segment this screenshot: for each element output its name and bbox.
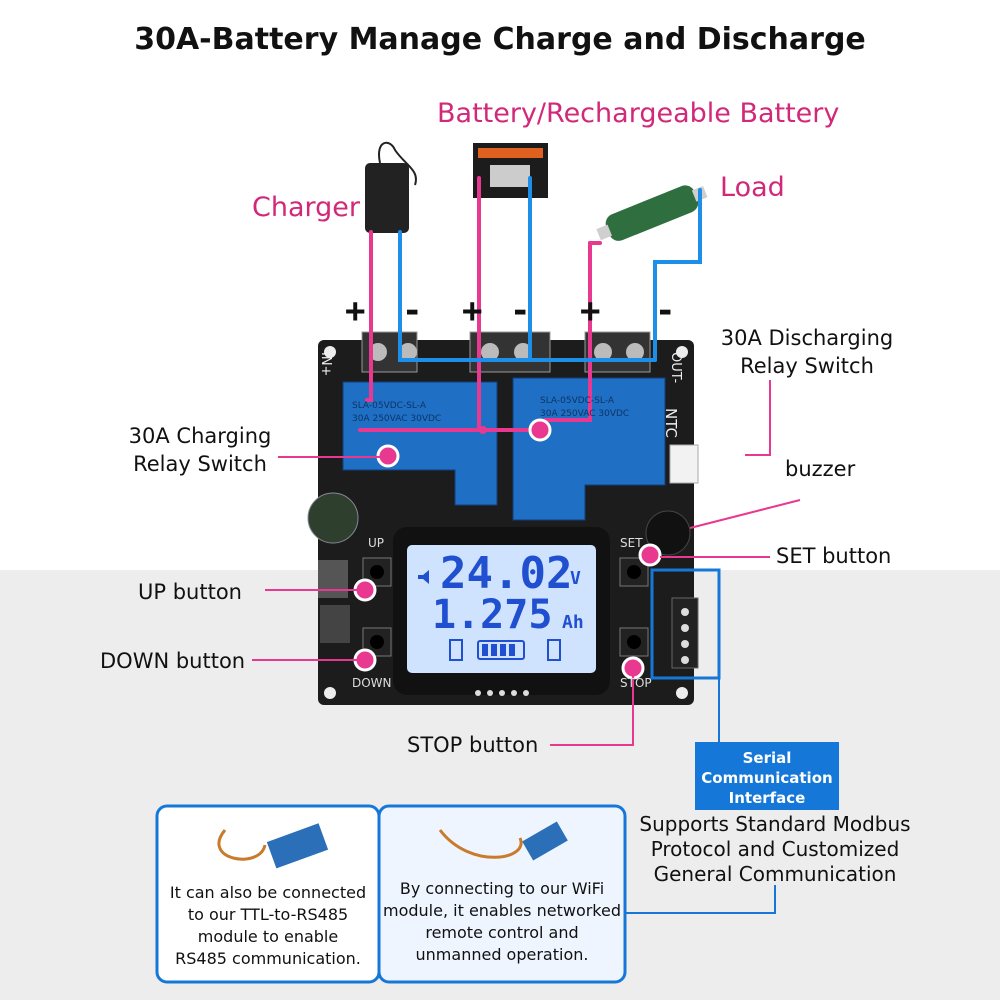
set-button-callout: SET button: [776, 544, 892, 568]
board-down-label: DOWN: [352, 676, 392, 690]
charger-label: Charger: [252, 192, 360, 223]
battery-plus: +: [462, 291, 483, 331]
capacitor: [307, 492, 359, 544]
load-minus: -: [655, 291, 676, 331]
load-plus: +: [580, 291, 601, 331]
load-resistor: [596, 185, 708, 241]
battery-label: Battery/Rechargeable Battery: [437, 98, 840, 129]
lcd-capacity-unit: Ah: [562, 612, 584, 633]
down-button-callout: DOWN button: [100, 649, 246, 673]
stop-button-callout: STOP button: [407, 733, 539, 757]
page-title: 30A-Battery Manage Charge and Discharge: [134, 22, 866, 57]
buzzer-callout: buzzer: [785, 457, 856, 481]
relay-right: [512, 377, 666, 521]
charger-device: [365, 163, 409, 233]
charger-minus: -: [402, 291, 423, 331]
lcd-voltage-unit: V: [570, 568, 581, 589]
ntc-label: NTC: [662, 408, 680, 438]
board-stop-label: STOP: [620, 676, 652, 690]
load-label: Load: [720, 172, 785, 203]
lcd-capacity: 1.275: [432, 592, 553, 638]
lcd-voltage: 24.02: [440, 548, 573, 599]
terminal-out-label: OUT-: [668, 352, 683, 384]
up-button-callout: UP button: [138, 580, 242, 604]
relay-left: [342, 381, 498, 506]
buzzer: [645, 510, 691, 556]
battery-minus: -: [510, 291, 531, 331]
wifi-panel: [377, 804, 627, 984]
charger-plus: +: [345, 291, 366, 331]
terminal-in-label: IN+: [318, 352, 333, 377]
board-set-label: SET: [620, 536, 643, 550]
board-up-label: UP: [368, 536, 385, 550]
